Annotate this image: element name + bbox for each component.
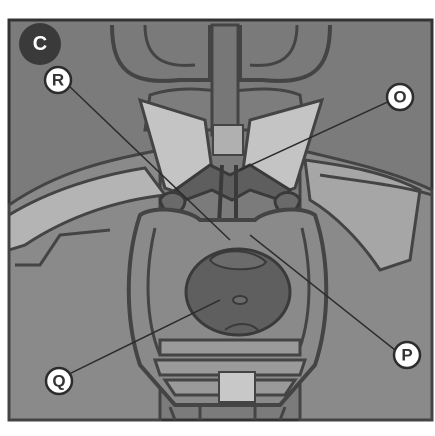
bottom-segments bbox=[168, 406, 287, 421]
top-right-inner bbox=[249, 24, 299, 67]
callout-o: O bbox=[385, 82, 415, 112]
callout-q: Q bbox=[44, 366, 74, 396]
bottom-light-block bbox=[218, 371, 256, 403]
callout-q-circle bbox=[44, 366, 74, 396]
callout-p-label: P bbox=[401, 346, 412, 365]
center-light-block bbox=[212, 124, 244, 156]
callout-p: P bbox=[392, 340, 422, 370]
leader-line-q bbox=[62, 299, 221, 378]
leader-line-o bbox=[239, 99, 393, 171]
cage-inner-left bbox=[146, 227, 162, 356]
top-right-loop bbox=[238, 24, 332, 83]
callout-r-circle bbox=[43, 65, 73, 95]
sphere-spot bbox=[232, 295, 248, 305]
leader-line-p bbox=[249, 234, 396, 351]
leader-line-r bbox=[67, 84, 231, 241]
callout-q-label: Q bbox=[52, 372, 65, 391]
callout-o-circle bbox=[385, 82, 415, 112]
band-1 bbox=[158, 338, 302, 357]
callout-r: R bbox=[43, 65, 73, 95]
panel-badge: C bbox=[19, 23, 61, 65]
callout-o-label: O bbox=[393, 88, 406, 107]
sphere-bottom-line bbox=[224, 323, 259, 331]
central-sphere bbox=[184, 247, 292, 337]
leader-lines bbox=[62, 84, 396, 378]
right-contour bbox=[319, 173, 433, 197]
callout-p-circle bbox=[392, 340, 422, 370]
panel-label: C bbox=[33, 33, 47, 55]
left-contour bbox=[15, 228, 111, 267]
top-left-inner bbox=[143, 24, 196, 67]
sphere-top-cap bbox=[208, 250, 268, 271]
callout-r-label: R bbox=[52, 71, 64, 90]
illustration-body bbox=[7, 23, 434, 422]
band-2 bbox=[152, 358, 308, 377]
top-left-loop bbox=[110, 24, 212, 83]
right-light-band bbox=[303, 158, 422, 272]
central-column bbox=[210, 23, 240, 137]
panel-badge-circle bbox=[19, 23, 61, 65]
